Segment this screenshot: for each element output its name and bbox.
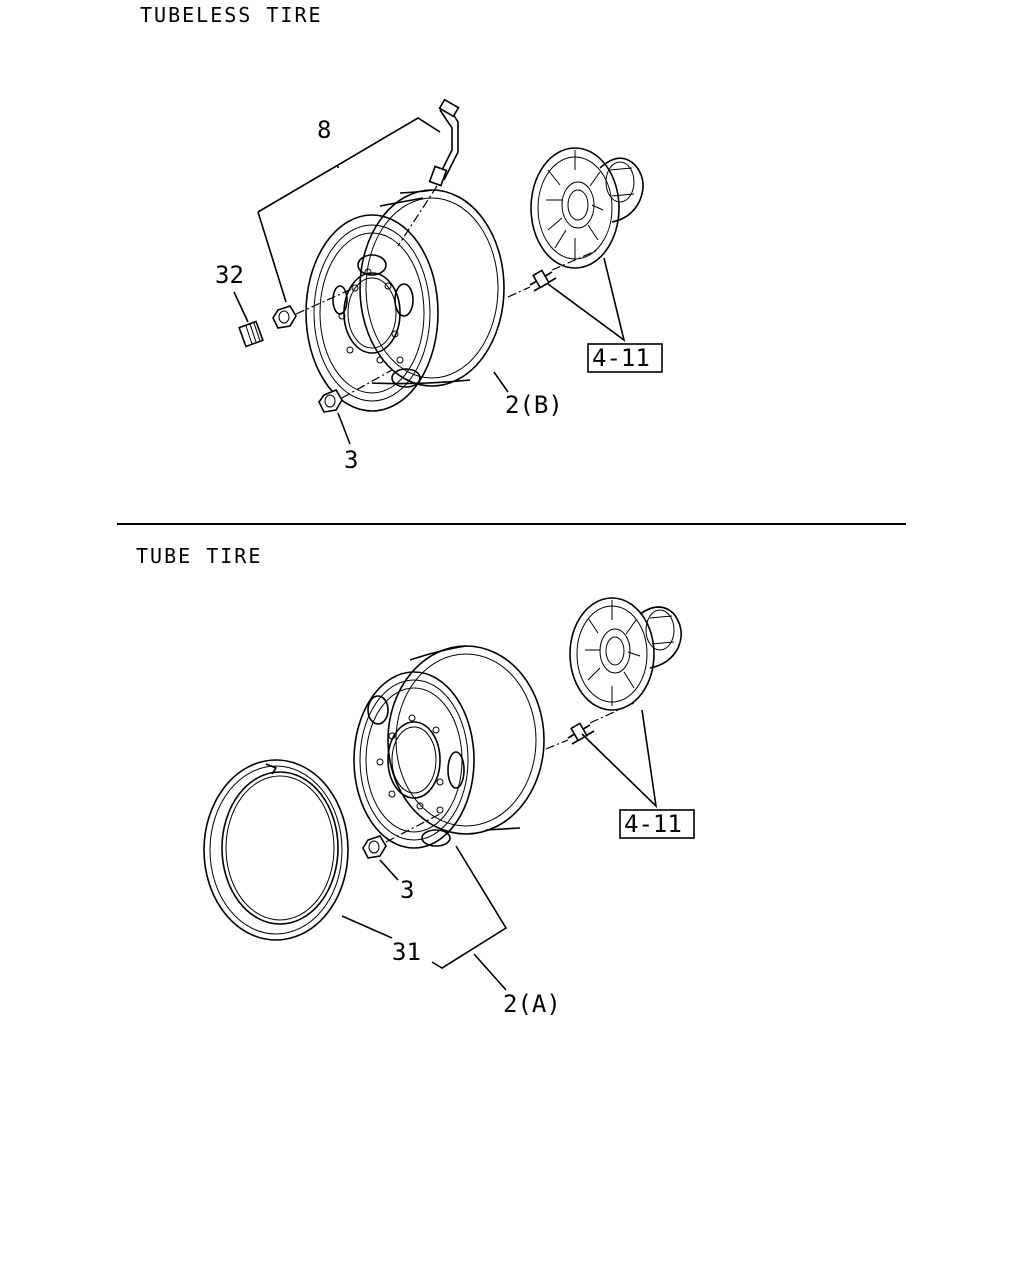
leader-31 <box>341 915 393 939</box>
section-title-tubeless: TUBELESS TIRE <box>140 3 323 27</box>
disc-wheel-tube <box>353 645 545 849</box>
disc-wheel-tubeless <box>305 189 505 412</box>
wheel-nut-tubeless-upper <box>272 287 355 329</box>
hub-bolt-lower <box>545 701 637 750</box>
hub-drum-illustration <box>530 147 644 269</box>
leader-2b <box>493 371 509 393</box>
callout-2b: 2(B) <box>505 391 563 419</box>
leader-3-lower <box>379 859 399 881</box>
callout-8: 8 <box>317 116 331 144</box>
valve-stem <box>397 98 460 247</box>
wheel-nut-tubeless-lower <box>318 369 393 413</box>
leader-3-upper <box>337 412 351 445</box>
callout-box-4-11-upper <box>587 343 663 373</box>
leader-4-11-upper <box>547 257 626 342</box>
callout-32: 32 <box>215 261 244 289</box>
leader-32 <box>233 291 249 323</box>
callout-4-11-upper: 4-11 <box>592 344 650 372</box>
callout-3-upper: 3 <box>344 446 358 474</box>
leader-2a <box>431 845 508 991</box>
wheel-nut-tube <box>362 813 441 859</box>
callout-31: 31 <box>392 938 421 966</box>
valve-cap <box>238 320 264 348</box>
leader-4-11-lower <box>581 709 658 809</box>
section-tube: TUBE TIRE <box>136 544 695 1018</box>
section-title-tube: TUBE TIRE <box>136 544 262 568</box>
section-tubeless: TUBELESS TIRE <box>140 3 663 474</box>
callout-3-lower: 3 <box>400 876 414 904</box>
hub-drum-illustration-lower <box>569 597 682 711</box>
callout-2a: 2(A) <box>503 990 561 1018</box>
leader-8 <box>257 117 441 303</box>
callout-box-4-11-lower <box>619 809 695 839</box>
callout-4-11-lower: 4-11 <box>624 810 682 838</box>
hub-bolt-upper <box>507 249 599 298</box>
side-ring <box>203 759 349 941</box>
